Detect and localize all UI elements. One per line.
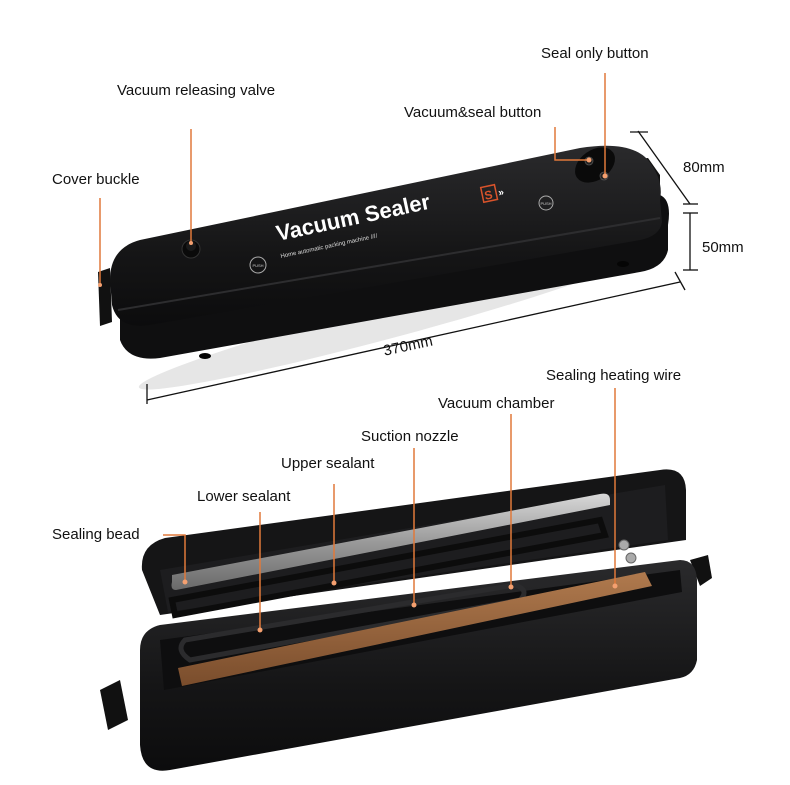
bottom-annotation-lines bbox=[163, 388, 616, 630]
svg-text:»: » bbox=[497, 187, 505, 199]
top-annotation-lines bbox=[99, 73, 606, 285]
label-upper-sealant: Upper sealant bbox=[281, 455, 375, 472]
open-sealer-device bbox=[100, 469, 712, 771]
label-vacuum-chamber: Vacuum chamber bbox=[438, 395, 555, 412]
label-cover-buckle: Cover buckle bbox=[52, 171, 140, 188]
label-vacuum-seal-button: Vacuum&seal button bbox=[404, 104, 542, 121]
label-vacuum-releasing-valve: Vacuum releasing valve bbox=[117, 82, 276, 99]
svg-text:PUSH: PUSH bbox=[252, 263, 263, 268]
dimension-lines bbox=[146, 130, 698, 404]
label-lower-sealant: Lower sealant bbox=[197, 488, 291, 505]
sealing-bead-rod bbox=[171, 493, 610, 590]
dimension-depth: 80mm bbox=[683, 159, 725, 176]
label-suction-nozzle: Suction nozzle bbox=[361, 428, 459, 445]
label-sealing-heating-wire: Sealing heating wire bbox=[546, 367, 682, 384]
brand-badge-box bbox=[479, 183, 499, 204]
dimension-height: 50mm bbox=[702, 239, 744, 256]
svg-text:PUSH: PUSH bbox=[540, 201, 551, 206]
svg-text:S: S bbox=[483, 187, 494, 202]
label-seal-only-button: Seal only button bbox=[541, 45, 649, 62]
heating-wire-strip bbox=[178, 572, 652, 686]
label-sealing-bead: Sealing bead bbox=[52, 526, 140, 543]
closed-sealer-device: PUSH PUSH S » Vacuum Sealer Home automat… bbox=[98, 145, 669, 390]
cover-buckle-shape bbox=[98, 268, 112, 326]
